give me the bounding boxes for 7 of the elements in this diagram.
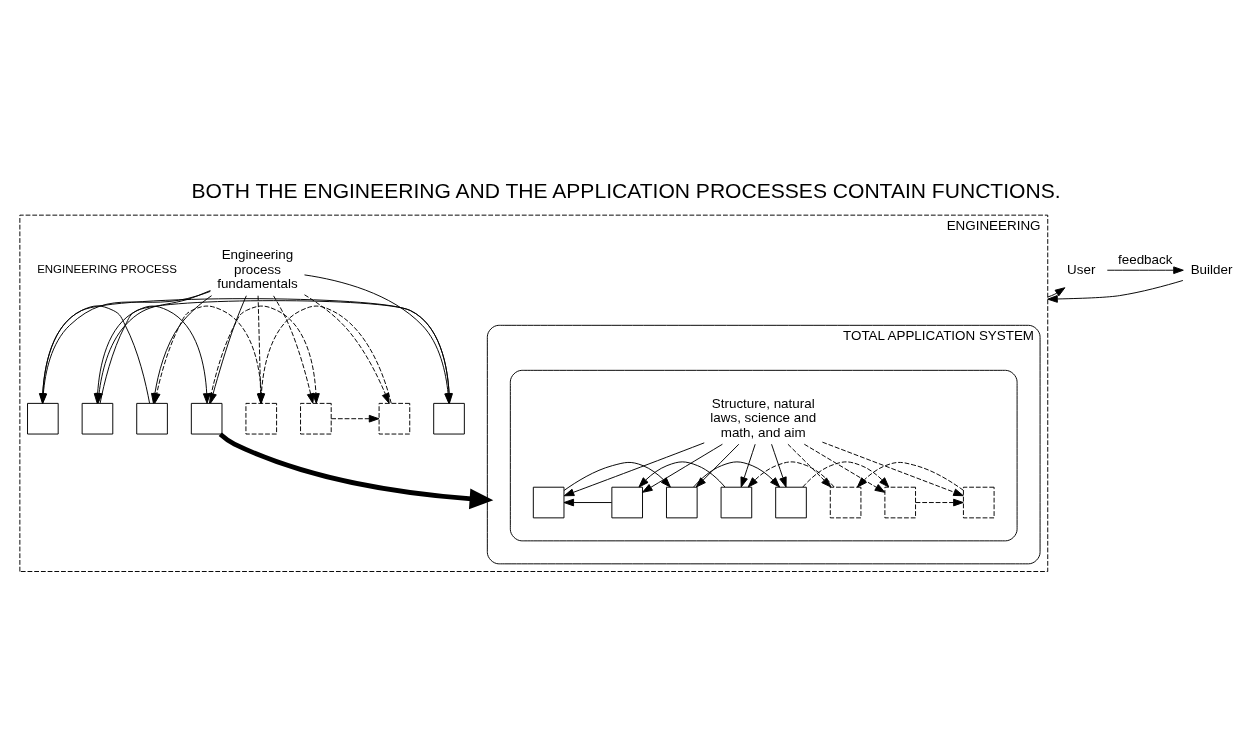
node-text: Builder [1190,261,1233,277]
node-text: Engineering process fundamentals [217,246,298,291]
node-text: Structure, natural laws, science and math, and aim [710,395,817,440]
node-text: User [1067,261,1096,277]
diagram-title: BOTH THE ENGINEERING AND THE APPLICATION PROCESSES CONTAIN FUNCTIONS. [191,178,1061,202]
edge-label: feedback [1117,251,1173,267]
label: ENGINEERING PROCESS [37,262,177,275]
